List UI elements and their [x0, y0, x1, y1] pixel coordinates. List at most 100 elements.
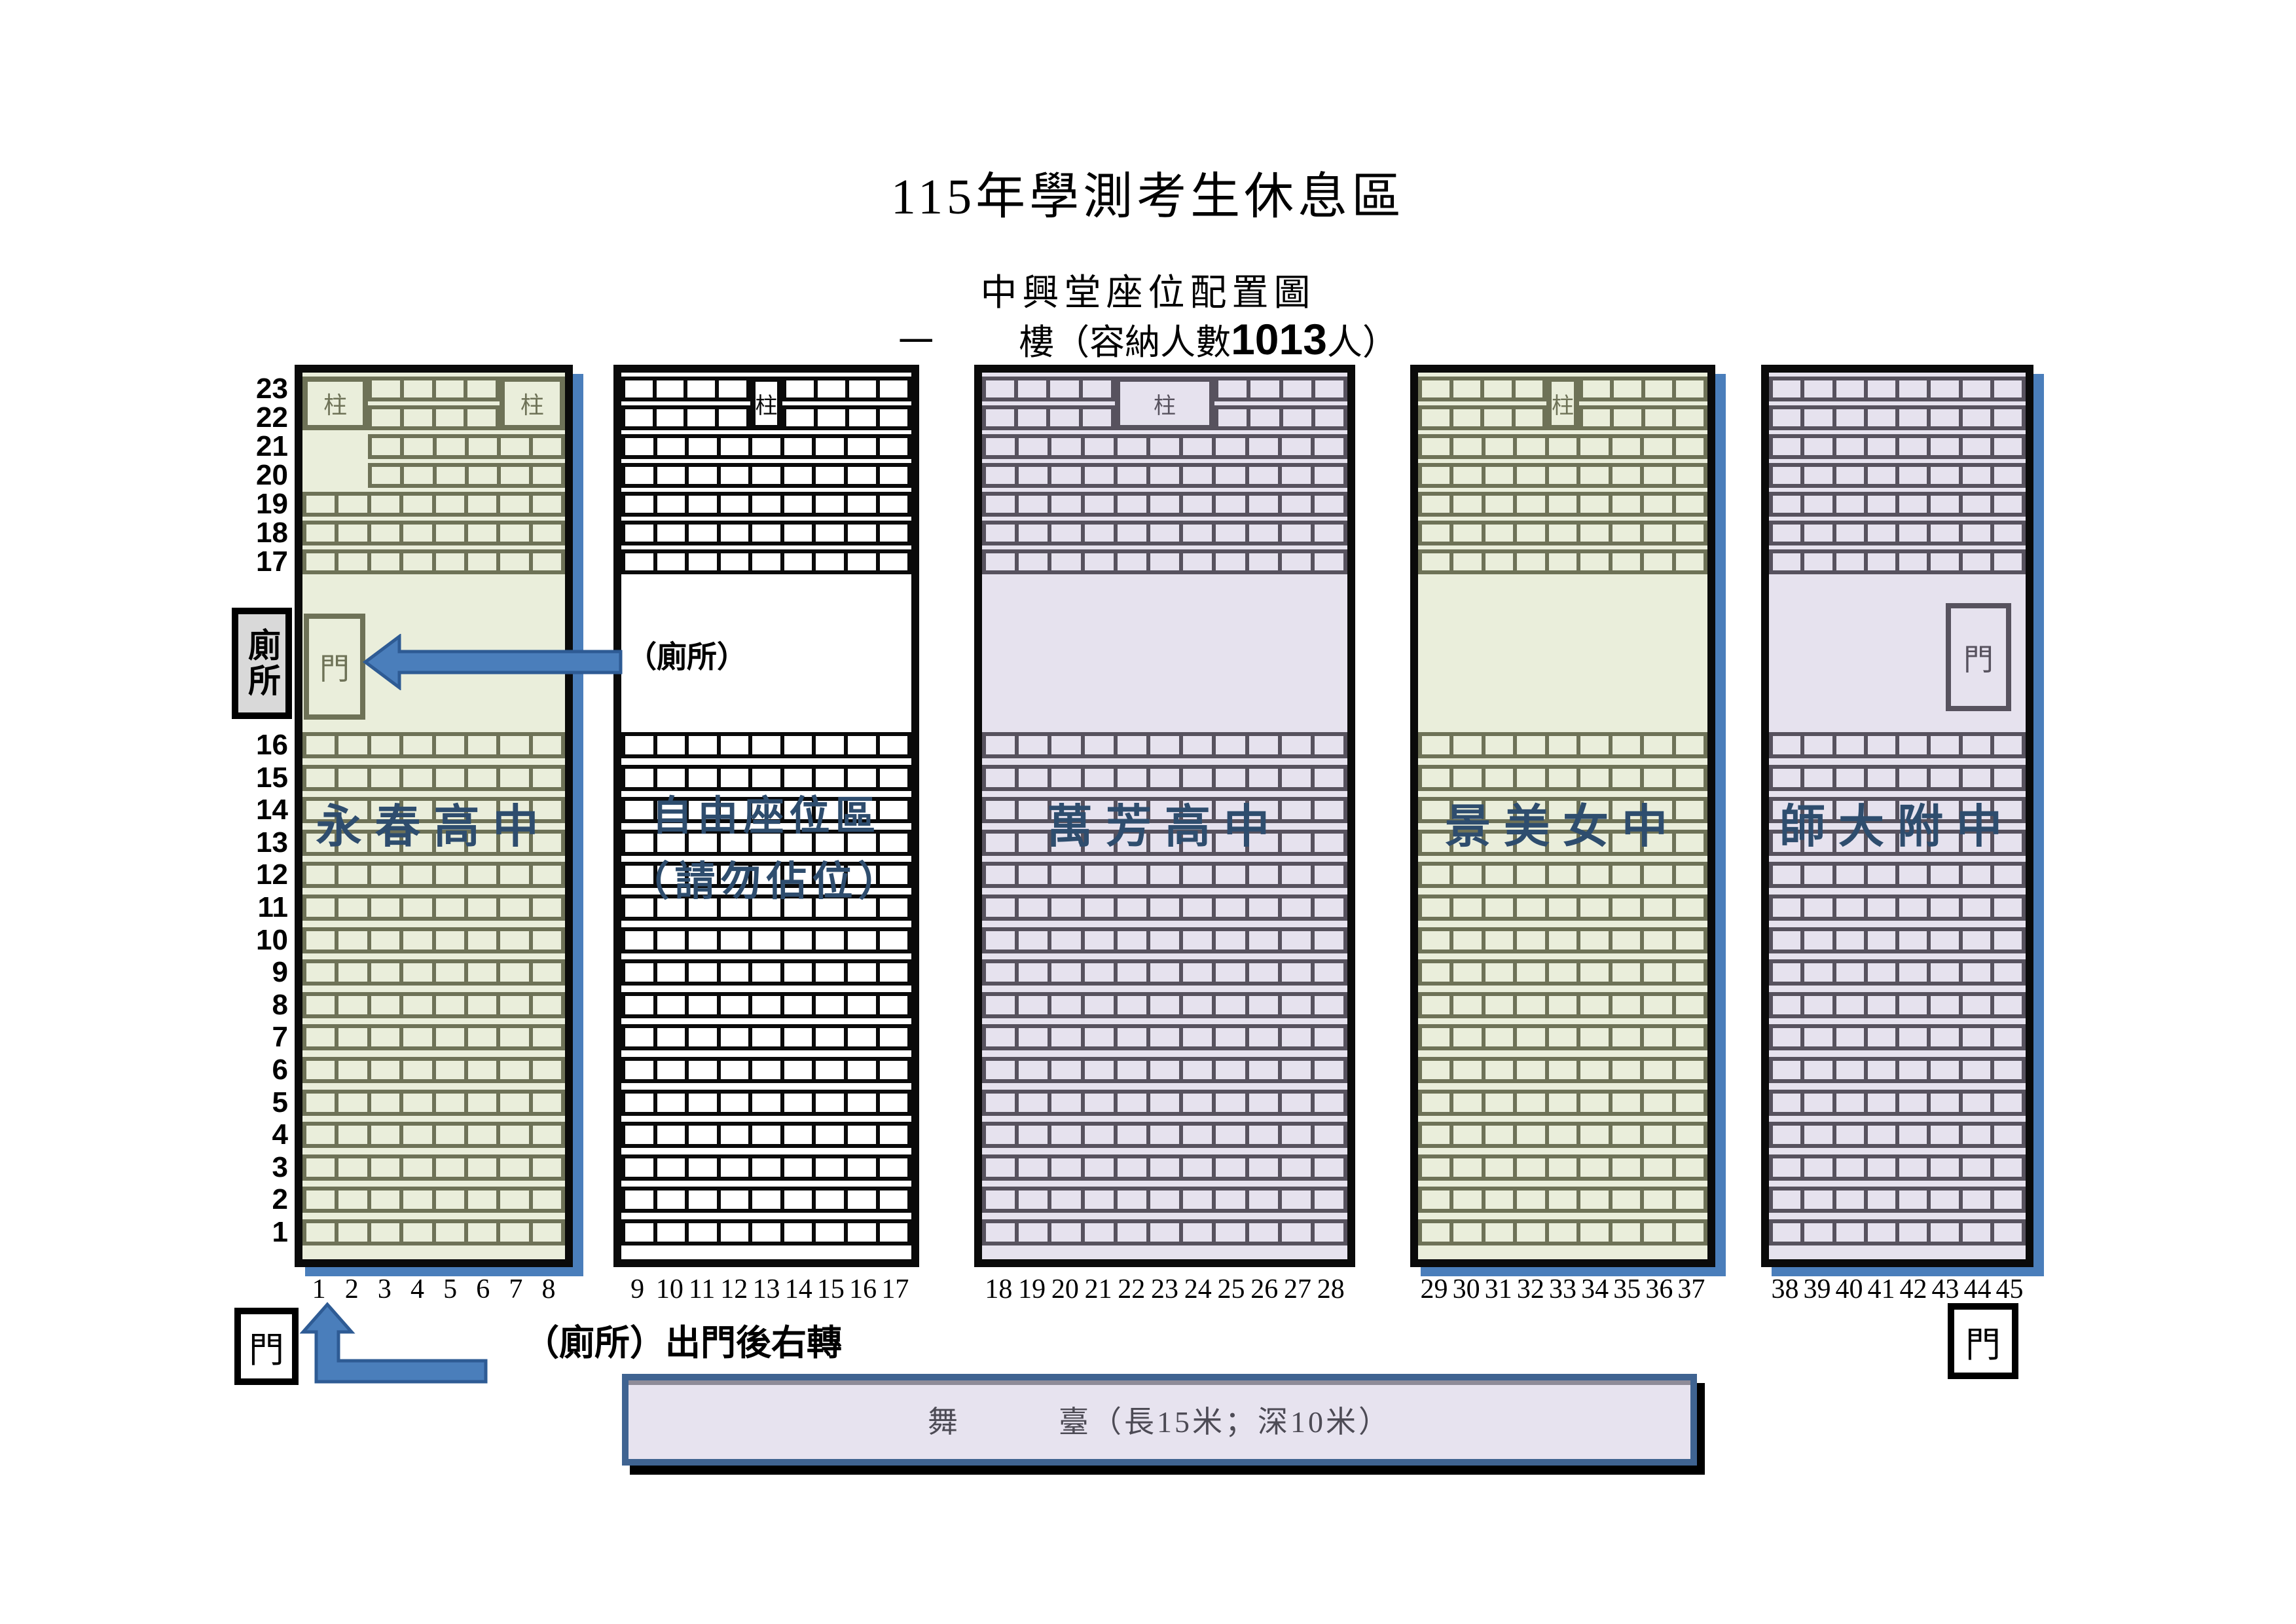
seat-cell — [812, 866, 844, 885]
column-number: 38 — [1771, 1274, 1799, 1304]
seat-cell — [1576, 866, 1608, 885]
seat-cell — [1927, 1093, 1958, 1112]
seat-cell — [1610, 409, 1641, 426]
seat-cell — [335, 995, 367, 1014]
seat-cell — [1990, 995, 2022, 1014]
seat-cell — [1544, 553, 1576, 570]
seat-cell — [1863, 1190, 1895, 1209]
seat-cell — [1048, 496, 1080, 513]
stage: 舞 臺（長15米；深10米） — [622, 1374, 1697, 1466]
seat-cell — [780, 866, 812, 885]
column-number: 14 — [784, 1274, 812, 1304]
seat-cell — [1640, 801, 1671, 820]
pillar-box: 柱 — [750, 377, 783, 430]
seat-cell — [1958, 1028, 1990, 1047]
seat-row — [982, 405, 1115, 430]
row-number: 8 — [272, 988, 288, 1021]
seat-cell — [1544, 1093, 1576, 1112]
seat-cell — [464, 963, 496, 982]
seat-row — [621, 1122, 911, 1149]
seat-cell — [1990, 931, 2022, 950]
floor-suffix: 人） — [1326, 323, 1398, 362]
seat-cell — [306, 866, 335, 884]
seat-cell — [748, 898, 780, 917]
seat-cell — [625, 380, 653, 397]
seat-cell — [1113, 931, 1146, 950]
seat-cell — [399, 553, 431, 570]
seat-cell — [1773, 769, 1800, 787]
seat-cell — [399, 768, 431, 787]
seat-cell — [780, 553, 812, 570]
seat-cell — [1544, 801, 1576, 820]
seat-cell — [1832, 1061, 1864, 1079]
seat-cell — [306, 736, 335, 754]
seat-cell — [1544, 1190, 1576, 1209]
seat-cell — [875, 1190, 908, 1209]
seat-cell — [464, 1126, 496, 1145]
seat-row — [982, 492, 1347, 517]
seat-cell — [1015, 553, 1048, 570]
seat-cell — [1277, 1061, 1311, 1079]
seat-cell — [1895, 467, 1927, 484]
seat-cell — [1113, 995, 1146, 1014]
seat-cell — [685, 1223, 717, 1242]
seat-cell — [875, 833, 908, 852]
seat-cell — [431, 866, 464, 885]
seat-cell — [875, 1061, 908, 1079]
seat-cell — [1832, 553, 1864, 570]
seat-row — [1418, 1122, 1707, 1149]
seat-cell — [1481, 467, 1513, 484]
seat-row — [302, 1089, 565, 1116]
seat-cell — [1773, 1126, 1800, 1144]
seat-cell — [812, 496, 844, 513]
seat-cell — [1610, 380, 1641, 397]
seat-cell — [1481, 1061, 1513, 1079]
seat-cell — [1608, 995, 1640, 1014]
seat-cell — [1212, 833, 1245, 852]
block-label-wanfang: 萬芳高中 — [982, 792, 1347, 864]
seat-row — [1769, 895, 2026, 921]
seat-cell — [1179, 736, 1212, 754]
seat-cell — [1640, 995, 1671, 1014]
seat-cell — [367, 1223, 399, 1242]
seat-cell — [1990, 801, 2022, 820]
seat-cell — [306, 525, 335, 542]
seat-cell — [813, 409, 845, 426]
seat-row — [1418, 1187, 1707, 1213]
seat-cell — [1212, 963, 1245, 982]
seat-cell — [812, 553, 844, 570]
seat-cell — [1608, 931, 1640, 950]
seat-cell — [625, 496, 653, 513]
seat-cell — [780, 768, 812, 787]
seat-cell — [1277, 768, 1311, 787]
seat-cell — [875, 1158, 908, 1177]
seat-cell — [1218, 380, 1247, 397]
seat-cell — [1015, 525, 1048, 542]
seat-cell — [1015, 931, 1048, 950]
seat-cell — [1080, 801, 1114, 820]
seat-cell — [1640, 833, 1671, 852]
seat-cell — [625, 525, 653, 542]
seat-cell — [653, 931, 685, 950]
seat-cell — [986, 931, 1015, 950]
seat-cell — [496, 1126, 528, 1145]
seat-cell — [780, 438, 812, 455]
seat-cell — [1179, 1190, 1212, 1209]
seat-cell — [1895, 1190, 1927, 1209]
seat-cell — [496, 1028, 528, 1047]
seat-cell — [653, 496, 685, 513]
seat-cell — [1113, 525, 1146, 542]
seat-cell — [1773, 931, 1800, 950]
seat-cell — [1277, 736, 1311, 754]
seat-cell — [399, 801, 431, 820]
seat-cell — [748, 1190, 780, 1209]
seat-cell — [1773, 1028, 1800, 1046]
seat-cell — [1958, 1223, 1990, 1242]
seat-cell — [1863, 963, 1895, 982]
seat-cell — [986, 467, 1015, 484]
seat-cell — [843, 768, 876, 787]
seat-cell — [1146, 995, 1179, 1014]
seat-cell — [875, 898, 908, 917]
seat-cell — [1146, 736, 1179, 754]
